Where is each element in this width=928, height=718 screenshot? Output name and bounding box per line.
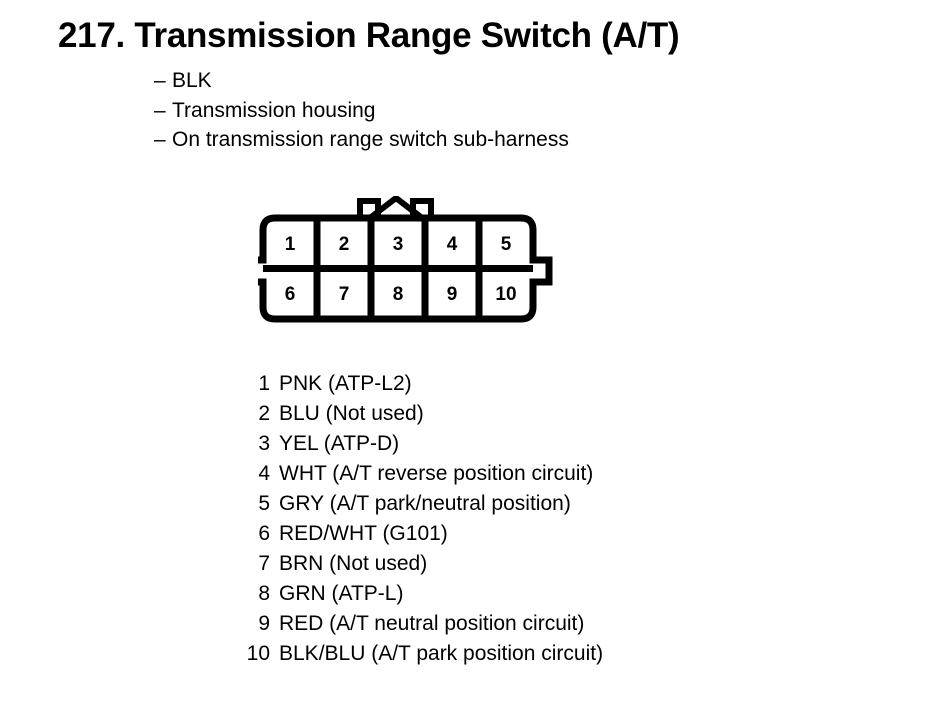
pin-legend-row: 5 GRY (A/T park/neutral position) [240,489,603,519]
pin-number: 1 [258,372,270,395]
pin-legend-row: 4 WHT (A/T reverse position circuit) [240,459,603,489]
pin-number: 4 [258,462,270,485]
pin-description: GRY (A/T park/neutral position) [279,492,571,515]
pin-legend-row: 10 BLK/BLU (A/T park position circuit) [240,639,603,669]
connector-diagram: 1 2 3 4 5 6 7 8 9 10 [258,196,558,331]
pin-description: GRN (ATP-L) [279,582,404,605]
pin-description: PNK (ATP-L2) [279,372,412,395]
notes-list: –BLK –Transmission housing –On transmiss… [154,66,569,155]
connector-pin-cell-1: 1 [285,234,296,255]
pin-description: BLU (Not used) [279,402,424,425]
pin-legend-row: 7 BRN (Not used) [240,549,603,579]
pin-number: 8 [258,582,270,605]
connector-pin-cell-6: 6 [285,284,296,305]
pin-legend-row: 6 RED/WHT (G101) [240,519,603,549]
pin-legend-list: 1 PNK (ATP-L2) 2 BLU (Not used) 3 YEL (ATP-… [240,369,603,669]
pin-description: WHT (A/T reverse position circuit) [279,462,594,485]
pin-number: 6 [258,522,270,545]
connector-pin-cell-8: 8 [393,284,404,305]
note-item: –On transmission range switch sub-harnes… [154,125,569,155]
pin-legend-row: 8 GRN (ATP-L) [240,579,603,609]
pin-description: RED (A/T neutral position circuit) [279,612,585,635]
pin-description: BRN (Not used) [279,552,428,575]
pin-description: BLK/BLU (A/T park position circuit) [279,642,604,665]
pin-number: 9 [258,612,270,635]
note-dash-icon: – [154,69,166,92]
note-item: –BLK [154,66,569,96]
pin-legend-row: 1 PNK (ATP-L2) [240,369,603,399]
connector-pin-cell-4: 4 [447,234,458,255]
pin-number: 5 [258,492,270,515]
note-item: –Transmission housing [154,96,569,126]
pin-number: 2 [258,402,270,425]
note-dash-icon: – [154,98,166,122]
connector-pin-cell-3: 3 [393,234,404,255]
pin-legend-row: 3 YEL (ATP-D) [240,429,603,459]
note-label: On transmission range switch sub-harness [172,128,569,151]
connector-pin-cell-9: 9 [447,284,458,305]
connector-pin-cell-5: 5 [501,234,512,255]
pin-number: 10 [246,642,270,665]
note-label: Transmission housing [172,98,376,122]
pin-number: 7 [258,552,270,575]
page-title: 217. Transmission Range Switch (A/T) [58,16,680,55]
connector-notch-peak-icon [364,196,428,224]
pin-description: YEL (ATP-D) [279,432,400,455]
connector-pin-cell-2: 2 [339,234,350,255]
note-label: BLK [172,69,212,92]
pin-legend-row: 2 BLU (Not used) [240,399,603,429]
pin-description: RED/WHT (G101) [279,522,448,545]
connector-pin-cell-10: 10 [495,284,516,305]
pin-number: 3 [258,432,270,455]
pin-legend-row: 9 RED (A/T neutral position circuit) [240,609,603,639]
note-dash-icon: – [154,128,166,151]
connector-pin-cell-7: 7 [339,284,350,305]
